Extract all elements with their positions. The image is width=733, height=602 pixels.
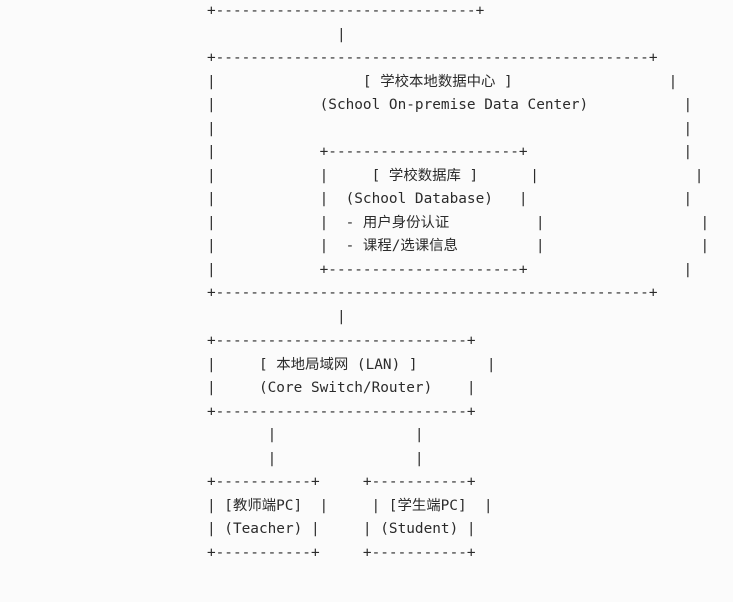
datacenter-to-lan-connector: | bbox=[155, 309, 346, 325]
school-on-premise-data-center-box: +---------------------------------------… bbox=[206, 50, 710, 301]
client-pc-boxes: +-----------+ +-----------+ | [教师端PC] | … bbox=[206, 474, 493, 561]
lan-to-clients-connectors: | | | | bbox=[267, 427, 424, 467]
upstream-edge-box: +------------------------------+ | bbox=[206, 3, 485, 43]
local-area-network-box: +-----------------------------+ | [ 本地局域… bbox=[206, 333, 496, 420]
